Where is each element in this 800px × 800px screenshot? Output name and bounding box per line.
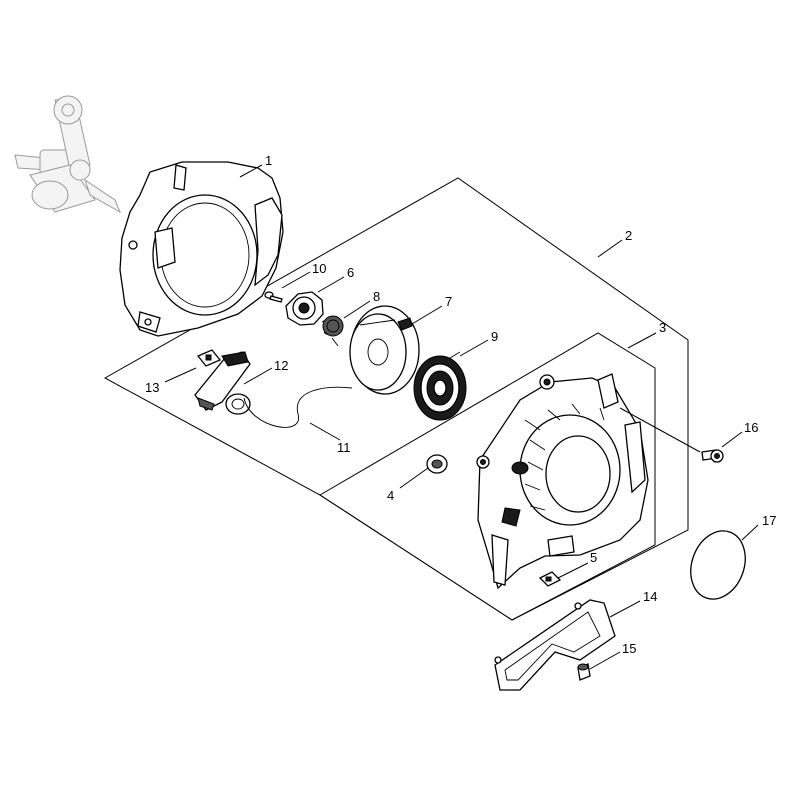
label-part-15: 15 (622, 641, 636, 656)
pulley-hub-part-6 (285, 291, 324, 326)
label-part-3: 3 (659, 320, 666, 335)
handle-part-12 (194, 351, 251, 415)
washer-part-4 (426, 454, 448, 474)
assembly-box-3 (319, 332, 656, 621)
label-part-1: 1 (265, 153, 272, 168)
label-part-8: 8 (373, 289, 380, 304)
screw-part-10 (264, 291, 283, 303)
bolt-part-16 (701, 449, 724, 463)
label-part-17: 17 (762, 513, 776, 528)
clip-part-13 (196, 349, 222, 367)
spring-part-8 (321, 315, 344, 347)
label-part-9: 9 (491, 329, 498, 344)
rope-part-11 (243, 386, 353, 428)
fan-housing-part-1 (119, 161, 284, 337)
part-labels: 1 2 3 4 5 6 7 8 9 10 11 12 13 14 15 16 1… (145, 153, 776, 656)
label-part-10: 10 (312, 261, 326, 276)
label-part-16: 16 (744, 420, 758, 435)
screw-part-15 (577, 663, 591, 681)
label-part-6: 6 (347, 265, 354, 280)
label-part-2: 2 (625, 228, 632, 243)
label-part-13: 13 (145, 380, 159, 395)
bracket-part-5 (538, 571, 562, 587)
crankshaft-illustration (14, 95, 122, 214)
label-part-12: 12 (274, 358, 288, 373)
label-part-5: 5 (590, 550, 597, 565)
starter-case-part-3 (476, 373, 649, 590)
disc-part-17 (690, 530, 746, 600)
leader-lines (164, 164, 759, 670)
label-part-7: 7 (445, 294, 452, 309)
label-part-14: 14 (643, 589, 657, 604)
recoil-spring-part-9 (413, 351, 467, 421)
label-part-11: 11 (337, 440, 351, 455)
cover-plate-part-14 (494, 599, 616, 691)
label-part-4: 4 (387, 488, 394, 503)
reel-part-7 (349, 305, 420, 395)
